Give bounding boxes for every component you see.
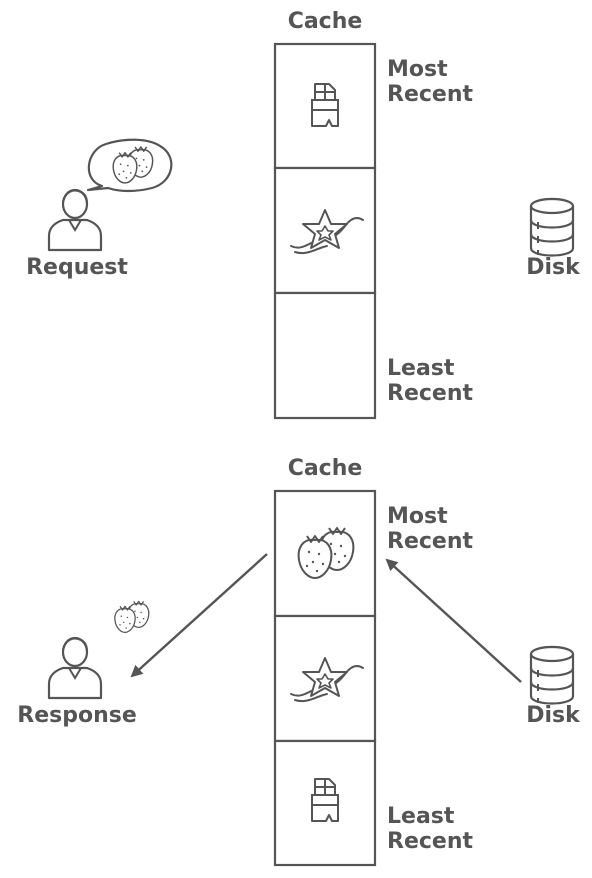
- speech-bubble: [86, 138, 173, 193]
- top-cache-title: Cache: [288, 9, 363, 34]
- chocolate-icon: [311, 83, 339, 127]
- delivered-strawberry-icon: [114, 600, 150, 633]
- bottom-least-recent-line1: Least: [387, 804, 455, 829]
- response-label: Response: [17, 703, 137, 728]
- cache-to-response-arrow: [130, 553, 268, 678]
- top-panel: Cache Most Recent Least Recent Request D…: [26, 9, 581, 420]
- top-most-recent-line1: Most: [387, 57, 448, 82]
- top-least-recent-line1: Least: [387, 356, 455, 381]
- bottom-panel: Cache Most Recent Least Recent Response …: [17, 456, 581, 867]
- top-cache-stack: [273, 42, 377, 420]
- bottom-most-recent-line1: Most: [387, 504, 448, 529]
- bottom-least-recent-line2: Recent: [387, 829, 473, 854]
- bottom-cache-title: Cache: [288, 456, 363, 481]
- chocolate-icon: [311, 778, 339, 822]
- person-icon: [47, 636, 103, 700]
- top-most-recent-line2: Recent: [387, 82, 473, 107]
- bottom-disk-label: Disk: [526, 703, 581, 728]
- disk-to-cache-arrow: [385, 558, 522, 683]
- top-least-recent-line2: Recent: [387, 381, 473, 406]
- database-icon: [529, 645, 575, 705]
- database-icon: [529, 197, 575, 257]
- top-disk-label: Disk: [526, 255, 581, 280]
- person-icon: [47, 188, 103, 252]
- request-label: Request: [26, 255, 128, 280]
- bottom-most-recent-line2: Recent: [387, 529, 473, 554]
- top-slot-3: [273, 291, 377, 420]
